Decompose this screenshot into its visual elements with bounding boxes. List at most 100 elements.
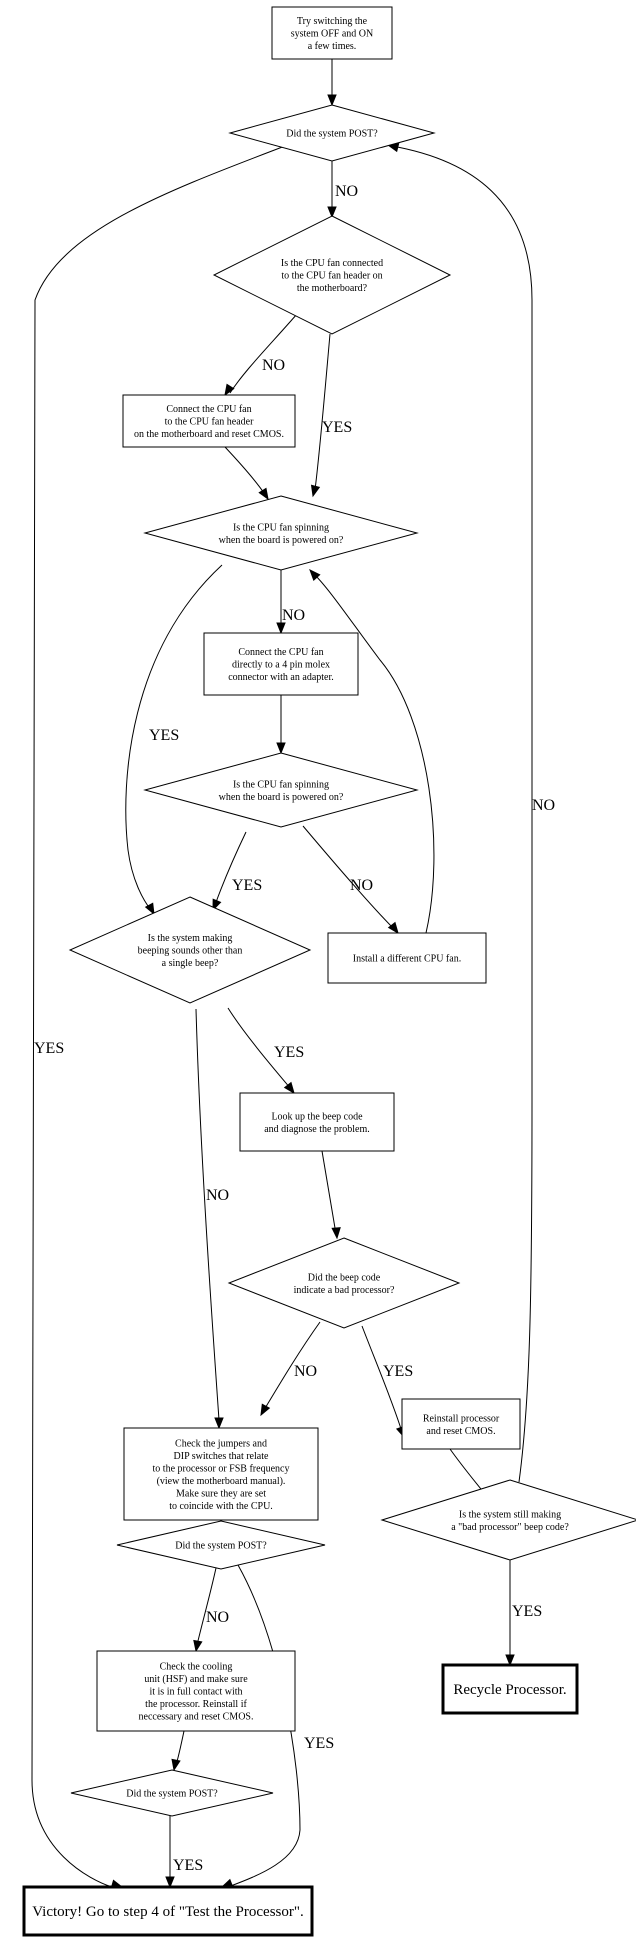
node-text-line: a few times. [308,41,357,52]
node-text-line: to the processor or FSB frequency [153,1463,290,1474]
edge-n15-to-n17 [505,1560,515,1667]
edge-line [391,145,533,1483]
node-text-line: DIP switches that relate [174,1451,269,1462]
edge-n3-to-n5 [310,333,331,498]
edge-n5-to-n8 [125,564,223,916]
edge-label: NO [294,1363,317,1380]
node-text-line: Is the CPU fan connected [281,258,383,269]
decision-diamond [68,896,312,1004]
edge-label: NO [282,607,305,624]
arrowhead-icon [165,1876,175,1889]
node-text-line: Reinstall processor [423,1413,500,1424]
edge-n8-to-n10 [227,1007,295,1095]
arrowhead-icon [193,1639,203,1653]
node-text-line: a "bad processor" beep code? [451,1522,569,1533]
arrowhead-icon [144,902,155,916]
node-text-line: Install a different CPU fan. [353,954,461,965]
edge-line [263,1321,321,1411]
arrowhead-icon [212,898,222,912]
edge-n6-to-n7 [276,695,286,755]
process-box [239,1092,395,1152]
edge-line [31,145,286,1888]
node-text-line: unit (HSF) and make sure [144,1674,248,1685]
node-text-line: Did the system POST? [175,1541,267,1552]
edge-line [227,1564,301,1888]
edge-n2-to-n3 [327,161,337,219]
edge-n18-to-n19 [165,1816,175,1889]
node-text-line: when the board is powered on? [219,792,344,803]
node-n8-diamond: Is the system making beeping sounds other… [68,896,312,1004]
node-text-line: connector with an adapter. [228,672,334,683]
process-box [203,632,359,696]
arrowhead-icon [331,1227,341,1240]
node-n7-diamond: Is the CPU fan spinning when the board is… [143,752,419,828]
node-text-line: a single beep? [162,958,219,969]
arrowhead-icon [276,742,286,755]
edge-line [195,1008,220,1421]
process-box [401,1398,521,1450]
edge-label: YES [34,1040,64,1057]
edge-n16-to-n18 [171,1730,185,1772]
node-text-line: Is the system still making [459,1509,561,1520]
edge-line [214,831,247,906]
edge-line [125,564,223,911]
arrowhead-icon [224,383,235,397]
node-text-line: when the board is powered on? [219,535,344,546]
node-text-line: beeping sounds other than [138,946,243,957]
node-text-line: Is the system making [148,933,233,944]
edge-n7-to-n9 [302,825,399,935]
arrowhead-icon [283,1081,295,1095]
edge-line [224,446,265,494]
edge-label: YES [232,877,262,894]
arrowhead-icon [310,484,321,498]
decision-diamond [212,215,452,335]
arrowhead-icon [258,487,269,501]
node-text-line: Is the CPU fan spinning [233,779,329,790]
edge-line [321,1150,337,1235]
edge-line [313,573,435,934]
decision-diamond [116,1520,326,1570]
node-text-line: on the motherboard and reset CMOS. [134,429,284,440]
decision-diamond [228,104,436,162]
edge-n10-to-n11 [321,1150,341,1240]
process-box [123,1427,319,1521]
edge-line [361,1325,403,1433]
edge-line [227,1007,292,1090]
node-text-line: the processor. Reinstall if [145,1699,247,1710]
edge-label: NO [350,877,373,894]
node-text-line: Check the cooling [160,1662,233,1673]
edge-line [196,1567,217,1646]
edge-n3-to-n4 [224,313,298,397]
edge-label: NO [532,797,555,814]
node-text-line: to the CPU fan header on [281,271,382,282]
edge-n8-to-n12 [195,1008,224,1430]
edge-label: NO [335,183,358,200]
edges [31,59,533,1889]
node-text-line: Recycle Processor. [453,1682,566,1698]
node-text-line: Connect the CPU fan [166,404,251,415]
arrowhead-icon [214,1417,224,1430]
terminal-box [441,1663,579,1715]
node-n9-box: Install a different CPU fan. [327,932,487,984]
node-text-line: Did the system POST? [126,1789,218,1800]
arrowhead-icon [505,1654,515,1667]
node-text-line: Connect the CPU fan [238,647,323,658]
edge-label: YES [173,1857,203,1874]
edge-line [229,313,298,394]
edge-n7-to-n8 [212,831,247,912]
node-n3-diamond: Is the CPU fan connected to the CPU fan h… [212,215,452,335]
process-box [327,932,487,984]
terminal-box [22,1885,314,1937]
node-text-line: and reset CMOS. [426,1426,495,1437]
edge-line [302,825,396,931]
edge-label: YES [383,1363,413,1380]
